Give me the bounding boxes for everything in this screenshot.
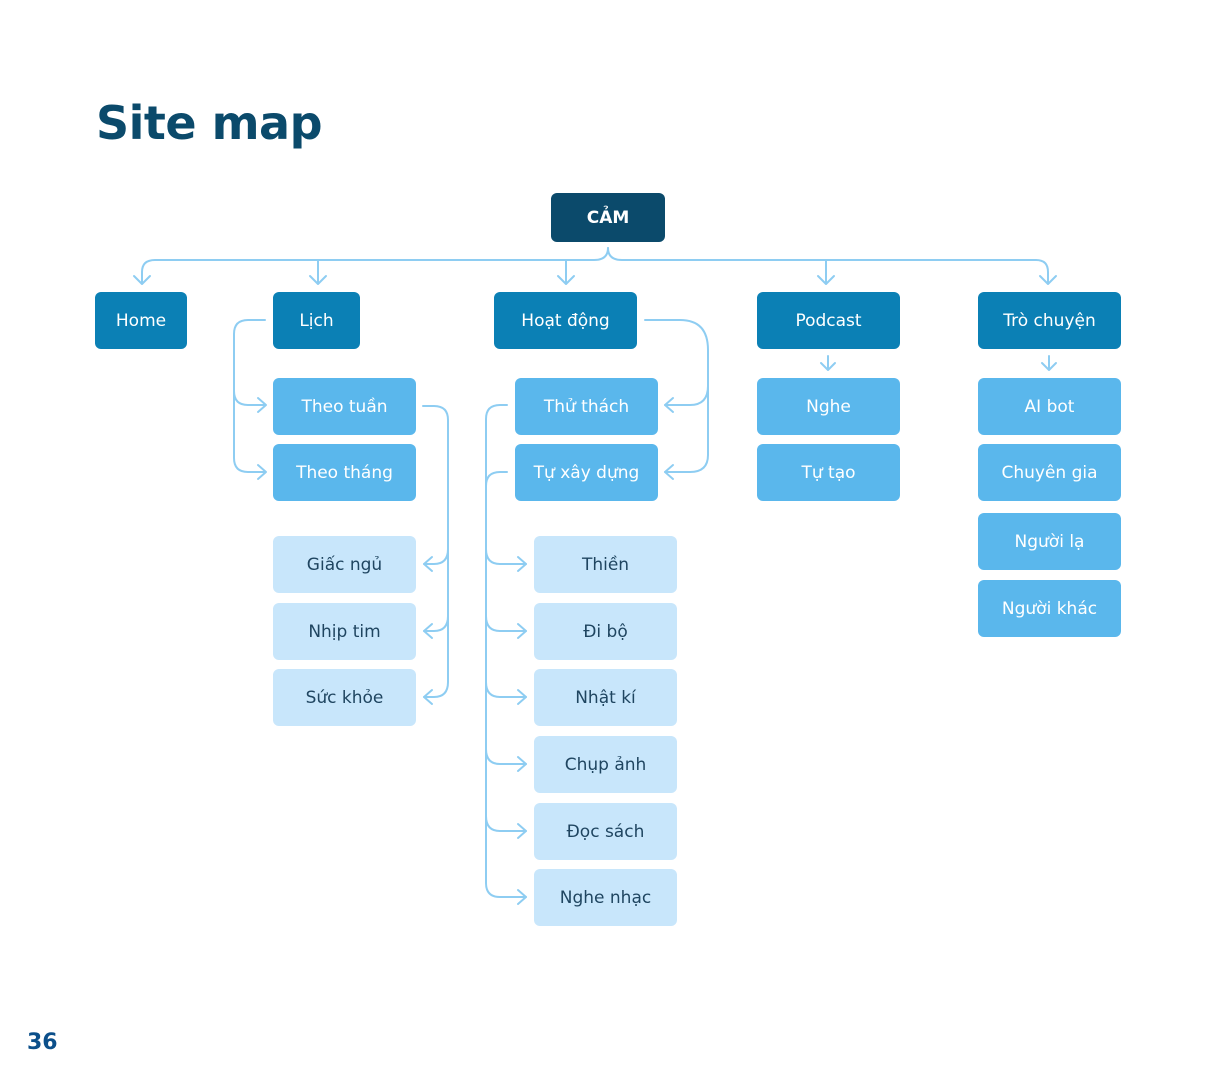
root-node-label: CẢM xyxy=(586,207,630,228)
node-label: Người lạ xyxy=(1014,531,1085,552)
node-doc-sach[interactable]: Đọc sách xyxy=(534,803,677,860)
node-label: Nhịp tim xyxy=(308,621,381,642)
node-lich[interactable]: Lịch xyxy=(273,292,360,349)
node-label: Theo tháng xyxy=(296,462,393,483)
node-thien[interactable]: Thiền xyxy=(534,536,677,593)
node-label: Thiền xyxy=(581,554,630,575)
node-label: AI bot xyxy=(1024,396,1075,417)
node-chuyen-gia[interactable]: Chuyên gia xyxy=(978,444,1121,501)
node-label: Nhật kí xyxy=(575,687,636,708)
node-label: Chuyên gia xyxy=(1001,462,1098,483)
node-hoat-dong[interactable]: Hoạt động xyxy=(494,292,637,349)
node-nhip-tim[interactable]: Nhịp tim xyxy=(273,603,416,660)
node-label: Trò chuyện xyxy=(1003,310,1096,331)
node-nhat-ki[interactable]: Nhật kí xyxy=(534,669,677,726)
node-nghe-nhac[interactable]: Nghe nhạc xyxy=(534,869,677,926)
node-label: Giấc ngủ xyxy=(306,554,383,575)
node-chup-anh[interactable]: Chụp ảnh xyxy=(534,736,677,793)
page-number: 36 xyxy=(27,1030,58,1055)
node-podcast[interactable]: Podcast xyxy=(757,292,900,349)
node-di-bo[interactable]: Đi bộ xyxy=(534,603,677,660)
tro-chuyen-connector xyxy=(1041,355,1057,371)
node-giac-ngu[interactable]: Giấc ngủ xyxy=(273,536,416,593)
node-label: Theo tuần xyxy=(301,396,388,417)
node-nguoi-la[interactable]: Người lạ xyxy=(978,513,1121,570)
node-label: Nghe nhạc xyxy=(559,887,652,908)
podcast-connector xyxy=(820,355,836,371)
node-theo-tuan[interactable]: Theo tuần xyxy=(273,378,416,435)
node-home[interactable]: Home xyxy=(95,292,187,349)
node-label: Home xyxy=(115,310,167,331)
root-connector xyxy=(133,247,1057,285)
node-thu-thach[interactable]: Thử thách xyxy=(515,378,658,435)
node-label: Tự xây dựng xyxy=(533,462,640,483)
node-label: Chụp ảnh xyxy=(564,754,647,775)
node-label: Podcast xyxy=(795,310,862,331)
node-ai-bot[interactable]: AI bot xyxy=(978,378,1121,435)
node-label: Đi bộ xyxy=(583,621,628,642)
node-label: Đọc sách xyxy=(566,821,645,842)
node-label: Nghe xyxy=(806,396,851,417)
node-label: Người khác xyxy=(1001,598,1098,619)
node-nguoi-khac[interactable]: Người khác xyxy=(978,580,1121,637)
lich-connector xyxy=(233,319,267,480)
node-suc-khoe[interactable]: Sức khỏe xyxy=(273,669,416,726)
node-label: Sức khỏe xyxy=(305,687,384,708)
node-tu-tao[interactable]: Tự tạo xyxy=(757,444,900,501)
page-title: Site map xyxy=(96,96,323,150)
node-tu-xay-dung[interactable]: Tự xây dựng xyxy=(515,444,658,501)
node-label: Thử thách xyxy=(543,396,630,417)
node-tro-chuyen[interactable]: Trò chuyện xyxy=(978,292,1121,349)
root-node[interactable]: CẢM xyxy=(551,193,665,242)
node-nghe[interactable]: Nghe xyxy=(757,378,900,435)
node-label: Lịch xyxy=(299,310,334,331)
node-label: Hoạt động xyxy=(521,310,610,331)
node-label: Tự tạo xyxy=(801,462,856,483)
node-theo-thang[interactable]: Theo tháng xyxy=(273,444,416,501)
lich-details-connector xyxy=(422,405,449,705)
